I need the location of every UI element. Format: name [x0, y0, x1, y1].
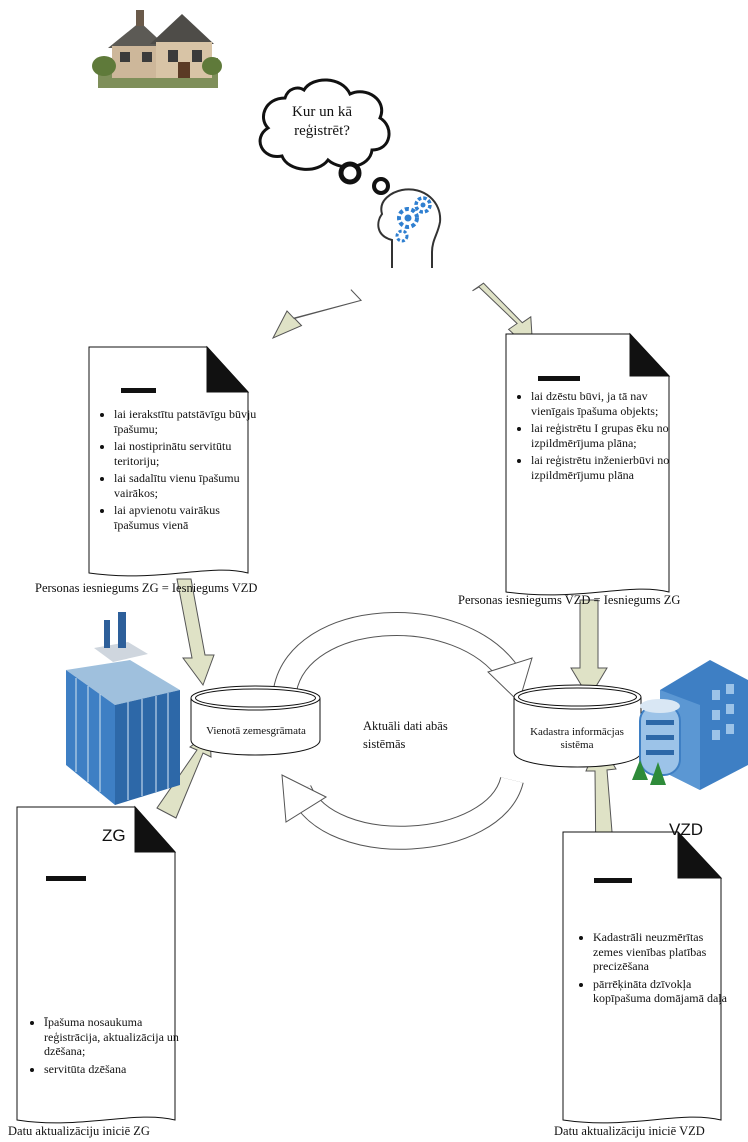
list-item: lai reģistrētu inženierbūvi no izpildmēr… [531, 453, 681, 482]
doc-zg-bottom-list: Īpašuma nosaukuma reģistrācija, aktualiz… [26, 1015, 192, 1079]
caption-vzd-top: Personas iesniegums VZD = Iesniegums ZG [458, 593, 681, 607]
sync-text: Aktuāli dati abās sistēmās [363, 719, 448, 751]
list-item: lai dzēstu būvi, ja tā nav vienīgais īpa… [531, 389, 681, 418]
house-icon [92, 10, 222, 88]
list-item: servitūta dzēšana [44, 1062, 192, 1077]
list-item: lai nostiprinātu servitūtu teritoriju; [114, 439, 264, 468]
list-item: lai sadalītu vienu īpašumu vairākos; [114, 471, 264, 500]
db-zg-label: Vienotā zemesgrāmata [206, 725, 306, 737]
list-item: Kadastrāli neuzmērītas zemes vienības pl… [593, 930, 735, 974]
thought-dot-large [338, 161, 362, 185]
list-item: pārrēķināta dzīvokļa kopīpašuma domājamā… [593, 977, 735, 1006]
caption-zg-top: Personas iesniegums ZG = Iesniegums VZD [35, 581, 258, 595]
zg-label: ZG [102, 826, 126, 845]
document-zg-top [88, 346, 249, 577]
list-item: lai apvienotu vairākus īpašumus vienā [114, 503, 264, 532]
db-vzd-label: Kadastra informācjas sistēma [530, 726, 624, 751]
arrow-head-to-zg-doc [271, 289, 363, 340]
doc-vzd-bottom-list: Kadastrāli neuzmērītas zemes vienības pl… [575, 930, 735, 1009]
zg-building-icon [66, 612, 180, 805]
thought-cloud [258, 78, 391, 171]
thought-question: Kur un kā reģistrēt? [292, 104, 352, 139]
document-vzd-top [505, 333, 670, 596]
vzd-label: VZD [669, 820, 703, 839]
arrow-zgdoc-to-db [176, 578, 215, 687]
doc-zg-top-list: lai ierakstītu patstāvīgu būvju īpašumu;… [96, 407, 264, 535]
caption-vzd-bottom: Datu aktualizāciju iniciē VZD [554, 1124, 705, 1138]
document-vzd-bottom [562, 831, 722, 1124]
list-item: Īpašuma nosaukuma reģistrācija, aktualiz… [44, 1015, 192, 1059]
list-item: lai reģistrētu I grupas ēku no izpildmēr… [531, 421, 681, 450]
sync-arrow-top [273, 612, 533, 703]
caption-zg-bottom: Datu aktualizāciju iniciē ZG [8, 1124, 150, 1138]
vzd-building-icon [632, 660, 748, 790]
head-gears-icon [377, 188, 442, 268]
document-zg-bottom [16, 806, 176, 1124]
database-zg [190, 685, 321, 756]
arrow-vzddoc-to-db [570, 599, 608, 699]
thought-dot-small [372, 177, 390, 195]
list-item: lai ierakstītu patstāvīgu būvju īpašumu; [114, 407, 264, 436]
doc-vzd-top-list: lai dzēstu būvi, ja tā nav vienīgais īpa… [513, 389, 681, 485]
sync-arrow-bottom [281, 774, 524, 850]
